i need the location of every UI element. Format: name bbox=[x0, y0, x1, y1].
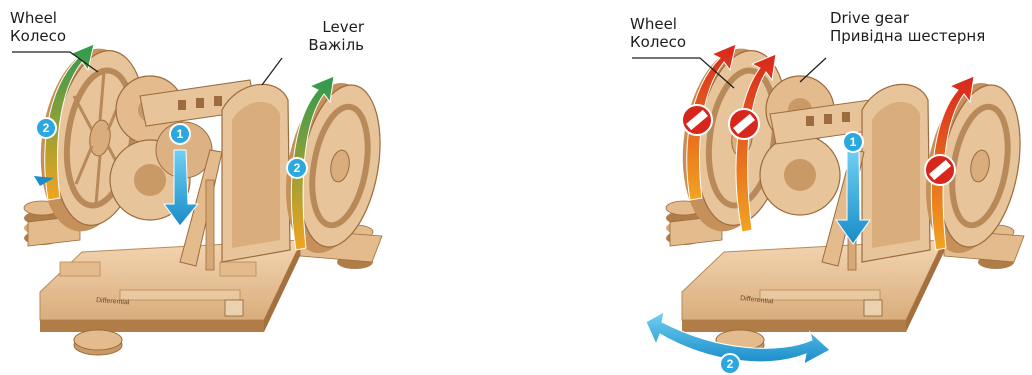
right-step-marker-1: 1 bbox=[843, 132, 863, 152]
left-step-marker-2a: 2 bbox=[36, 118, 56, 138]
left-lever-label-en: Lever bbox=[284, 18, 364, 36]
no-entry-icon bbox=[729, 109, 759, 139]
left-lever-label: Lever Важіль bbox=[284, 18, 364, 54]
right-step-marker-2: 2 bbox=[720, 354, 740, 374]
step-marker-number: 2 bbox=[294, 161, 301, 175]
step-marker-number: 1 bbox=[850, 135, 857, 149]
right-wheel-label-uk: Колесо bbox=[630, 33, 686, 51]
left-step-marker-1: 1 bbox=[170, 124, 190, 144]
right-wheel-label-en: Wheel bbox=[630, 15, 686, 33]
step-marker-number: 2 bbox=[43, 121, 50, 135]
no-entry-icon bbox=[925, 155, 955, 185]
right-gear-label-uk: Привідна шестерня bbox=[830, 27, 985, 45]
right-wheel-label: Wheel Колесо bbox=[630, 15, 686, 51]
right-gear-label-en: Drive gear bbox=[830, 9, 985, 27]
left-mechanism: Differential bbox=[12, 42, 392, 355]
left-step-marker-2b: 2 bbox=[287, 158, 307, 178]
no-entry-icon bbox=[682, 105, 712, 135]
right-mechanism: Differential bbox=[632, 42, 1032, 374]
left-wheel-label-en: Wheel bbox=[10, 9, 66, 27]
step-marker-number: 2 bbox=[727, 357, 734, 371]
left-wheel-label-uk: Колесо bbox=[10, 27, 66, 45]
step-marker-number: 1 bbox=[177, 127, 184, 141]
right-gear-label: Drive gear Привідна шестерня bbox=[830, 9, 985, 45]
left-lever-label-uk: Важіль bbox=[284, 36, 364, 54]
left-wheel-label: Wheel Колесо bbox=[10, 9, 66, 45]
